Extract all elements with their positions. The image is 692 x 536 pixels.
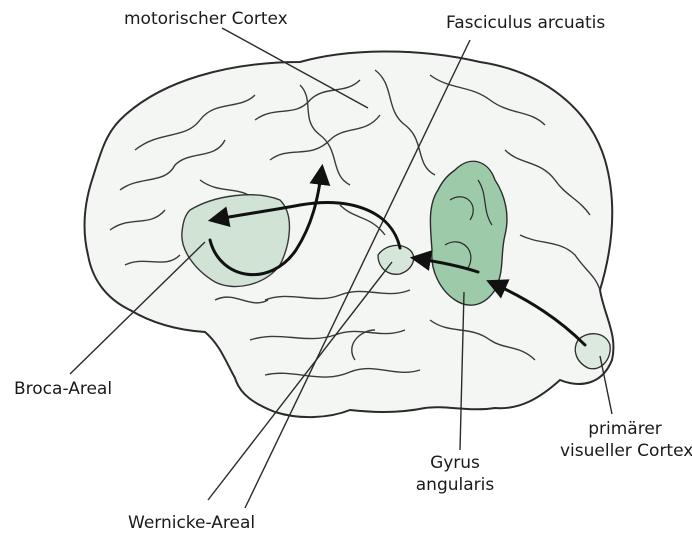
label-gyrus-line2: angularis: [400, 474, 510, 496]
label-gyrus-line1: Gyrus: [400, 452, 510, 474]
label-visual-line1: primärer: [560, 418, 690, 440]
brain-outline: [85, 52, 614, 418]
label-primary-visual-cortex: primärer visueller Cortex: [560, 418, 690, 462]
label-wernicke-area: Wernicke-Areal: [128, 512, 255, 534]
label-gyrus-angularis: Gyrus angularis: [400, 452, 510, 496]
label-broca-area: Broca-Areal: [14, 378, 112, 400]
label-motor-cortex: motorischer Cortex: [124, 8, 288, 30]
label-fasciculus-arcuatis: Fasciculus arcuatis: [446, 12, 605, 34]
label-visual-line2: visueller Cortex: [560, 440, 690, 462]
